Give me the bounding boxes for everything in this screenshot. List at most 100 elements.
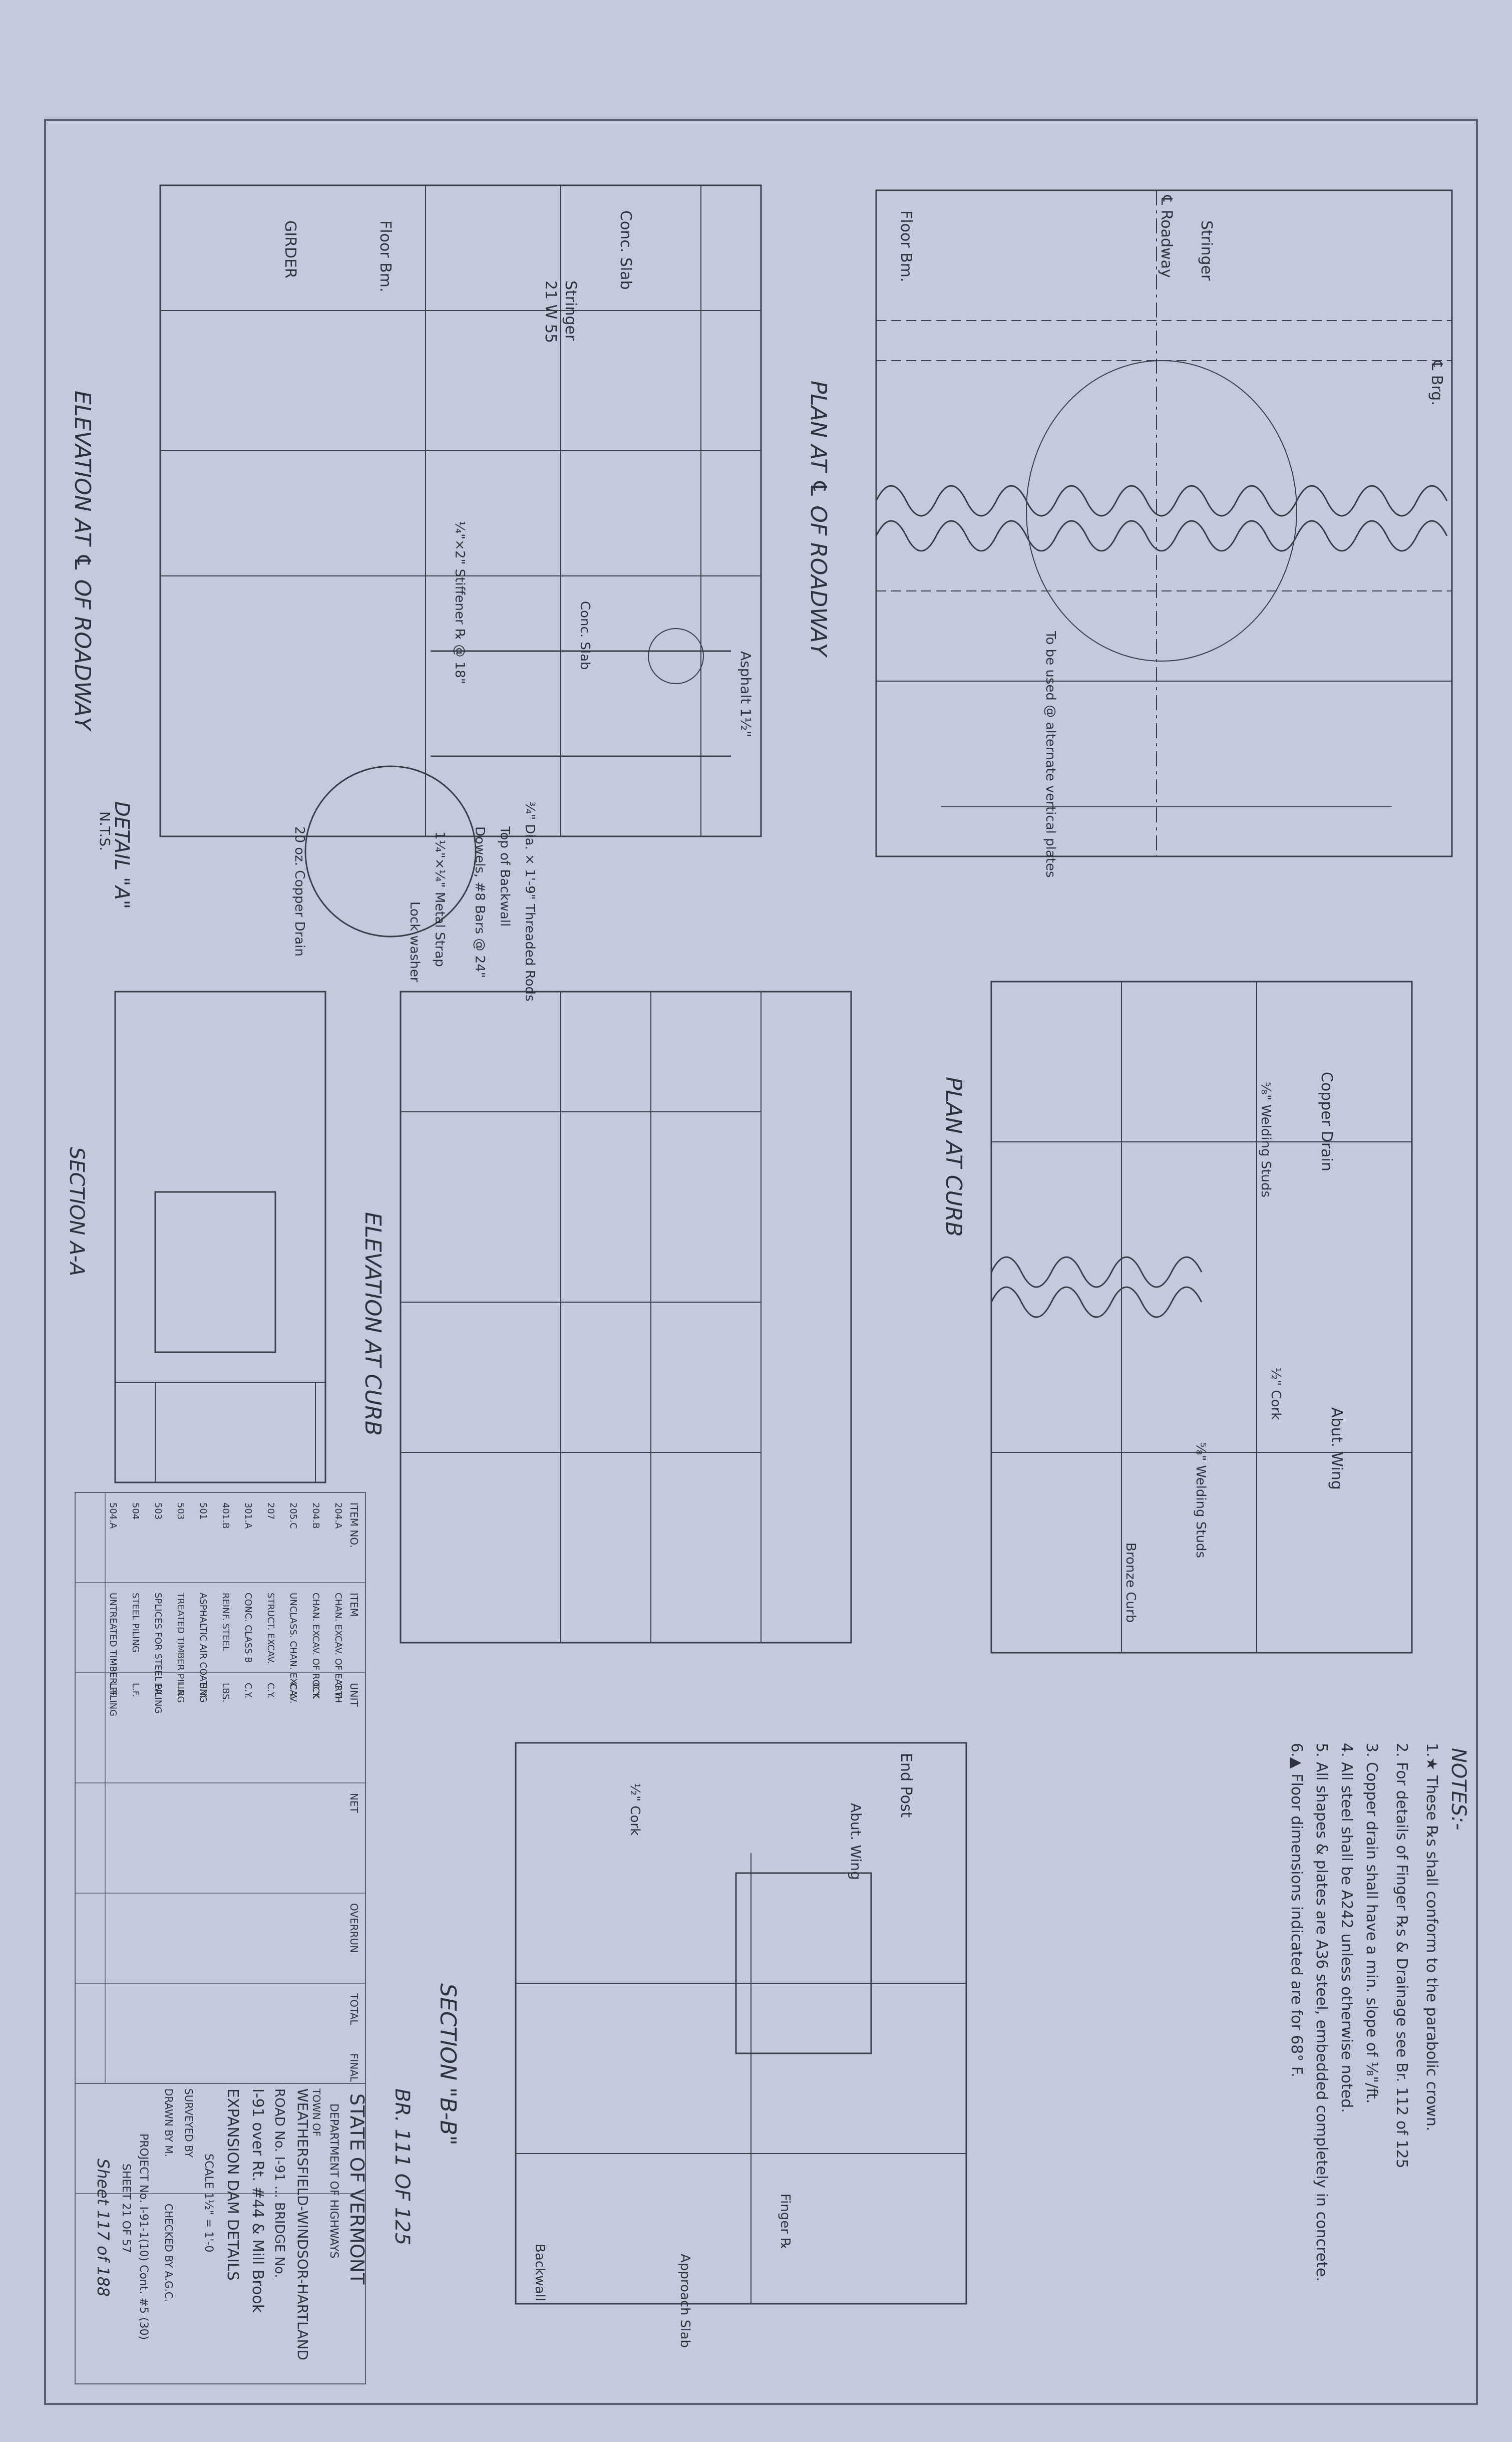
qty-row-1-item: CHAN. EXCAV. OF ROCK [310,1593,321,1699]
section-aa [114,991,326,1483]
qty-header-overrun: OVERRUN [348,1903,360,1953]
title-checked: CHECKED BY A.G.C. [163,2204,175,2302]
qty-row-0-item: CHAN. EXCAV. OF EARTH [333,1593,343,1703]
elevation-roadway [159,184,762,938]
title-subject: EXPANSION DAM DETAILS [224,2088,241,2281]
title-project: PROJECT No. I-91-1(10) Cont. #5 (30) [137,2133,150,2340]
title-drawn: DRAWN BY M. [163,2088,175,2157]
elevation-roadway-title: ELEVATION AT ℄ OF ROADWAY [70,391,95,732]
qty-row-10-unit: L.F. [108,1683,118,1697]
label-copper-drain: Copper Drain [1318,1072,1335,1171]
section-aa-title: SECTION A-A [65,1147,88,1276]
sheet-border [44,119,1478,2405]
qty-row-10-no: 504.A [108,1502,118,1529]
qty-row-6-unit: S.Y. [198,1683,208,1698]
note-1: 1.★ These ℞s shall conform to the parabo… [1423,1743,1440,2131]
qty-row-7-no: 503 [175,1502,186,1519]
qty-row-6-item: ASPHALTIC AIR COATING [198,1593,208,1703]
label-stringer-plan: Stringer [1198,220,1215,281]
qty-row-0-unit: C.Y. [333,1683,343,1698]
qty-row-8-no: 503 [153,1502,163,1519]
qty-row-5-unit: LBS. [220,1683,231,1702]
qty-row-5-no: 401.B [220,1502,231,1529]
title-br-no: BR. 111 OF 125 [391,2088,414,2245]
qty-rows: 204.A CHAN. EXCAV. OF EARTH C.Y. 204.B C… [108,1502,343,1716]
label-welding-studs-top: ⅝" Welding Studs [1258,1082,1273,1197]
label-cl-roadway: ℄ Roadway [1158,195,1175,278]
note-4: 4. All steel shall be A242 unless otherw… [1338,1743,1355,2113]
label-threaded-rods: ¾" Dia. × 1'-9" Threaded Rods [522,801,537,1002]
title-dept: DEPARTMENT OF HIGHWAYS [327,2103,340,2259]
qty-header-item-no: ITEM NO. [348,1502,360,1548]
label-welding-studs-bottom: ⅝" Welding Studs [1193,1442,1208,1558]
qty-row-7-item: TREATED TIMBER PILING [175,1592,186,1703]
label-bronze-curb: Bronze Curb [1123,1543,1138,1623]
qty-row-9-no: 504 [130,1502,141,1519]
title-town: WEATHERSFIELD-WINDSOR-HARTLAND [294,2088,311,2360]
note-6: 6.▲ Floor dimensions indicated are for 6… [1288,1743,1305,2077]
qty-header-unit: UNIT [348,1683,360,1707]
label-conc-slab: Conc. Slab [617,210,634,290]
elevation-curb-title: ELEVATION AT CURB [360,1212,386,1436]
label-stiffener: ¼"×2" Stiffener ℞ @ 18" [452,521,467,684]
label-approach-slab: Approach Slab [677,2254,692,2348]
qty-row-8-unit: EA. [153,1683,163,1697]
qty-row-8-item: SPLICES FOR STEEL PILING [153,1593,163,1713]
label-cl-brg: ℄ Brg. [1428,360,1445,406]
label-top-backwall: Top of Backwall [497,826,512,927]
qty-row-3-no: 207 [265,1502,276,1519]
qty-row-2-no: 205.C [288,1502,298,1529]
label-metal-strap: 1¼"×¼" Metal Strap [432,831,447,967]
notes-heading: NOTES:- [1447,1748,1470,1830]
qty-row-1-no: 204.B [310,1502,321,1529]
detail-a-title: DETAIL "A" [110,801,133,909]
title-surveyed: SURVEYED BY [183,2088,195,2158]
label-backwall: Backwall [532,2244,547,2301]
plan-roadway-title: PLAN AT ℄ OF ROADWAY [806,381,831,658]
qty-row-4-unit: C.Y. [243,1683,253,1698]
label-abut-wing-bb: Abut. Wing [848,1803,864,1880]
label-lock-washer: Lock washer [407,901,422,983]
title-sheet-total: Sheet 117 of 188 [94,2159,113,2297]
title-scale: SCALE 1½" = 1'-0 [202,2154,215,2252]
section-bb-title: SECTION "B-B" [435,1983,461,2146]
qty-row-0-no: 204.A [333,1502,343,1529]
label-abut-wing: Abut. Wing [1328,1407,1345,1490]
label-dowels: Dowels, #8 Bars @ 24" [472,826,487,978]
title-state: STATE OF VERMONT [346,2093,368,2285]
detail-a-nts: N.T.S. [97,811,113,851]
elevation-curb [400,991,852,1644]
plan-roadway [875,189,1453,857]
title-road: ROAD No. I-91 ... BRIDGE No. [272,2088,287,2278]
label-stringer: Stringer [562,280,579,341]
qty-row-6-no: 501 [198,1502,208,1519]
title-sheet: SHEET 21 OF 57 [120,2164,132,2253]
title-town-of: TOWN OF [310,2088,322,2136]
note-3: 3. Copper drain shall have a min. slope … [1363,1743,1380,2104]
label-asphalt: Asphalt 1½" [737,651,754,737]
label-cork-bb: ½" Cork [627,1783,642,1836]
label-floor-bm: Floor Bm. [376,220,394,292]
label-conc-slab-b: Conc. Slab [577,601,592,670]
note-2: 2. For details of Finger ℞s & Drainage s… [1393,1743,1410,2169]
plan-curb [990,981,1413,1654]
label-copper-drain-20oz: 20 oz. Copper Drain [292,826,307,957]
qty-row-10-item: UNTREATED TIMBER PILING [108,1593,118,1716]
qty-row-9-item: STEEL PILING [130,1593,141,1653]
title-location: I-91 over Rt. #44 & Mill Brook [249,2088,266,2313]
quantities-table [75,1492,366,2084]
qty-header-net: NET [348,1793,360,1813]
label-cork: ½" Cork [1268,1367,1283,1420]
qty-row-5-item: REINF. STEEL [220,1593,231,1651]
label-end-post: End Post [897,1753,915,1818]
label-floor-bm-plan: Floor Bm. [897,210,915,282]
qty-row-1-unit: C.Y. [310,1683,321,1698]
plan-curb-title: PLAN AT CURB [941,1077,966,1237]
qty-row-9-unit: L.F. [130,1683,141,1697]
qty-row-3-item: STRUCT. EXCAV. [265,1593,276,1664]
label-finger-pl: Finger ℞ [778,2194,793,2250]
qty-row-4-no: 301.A [243,1502,253,1529]
qty-row-7-unit: L.F. [175,1683,186,1697]
